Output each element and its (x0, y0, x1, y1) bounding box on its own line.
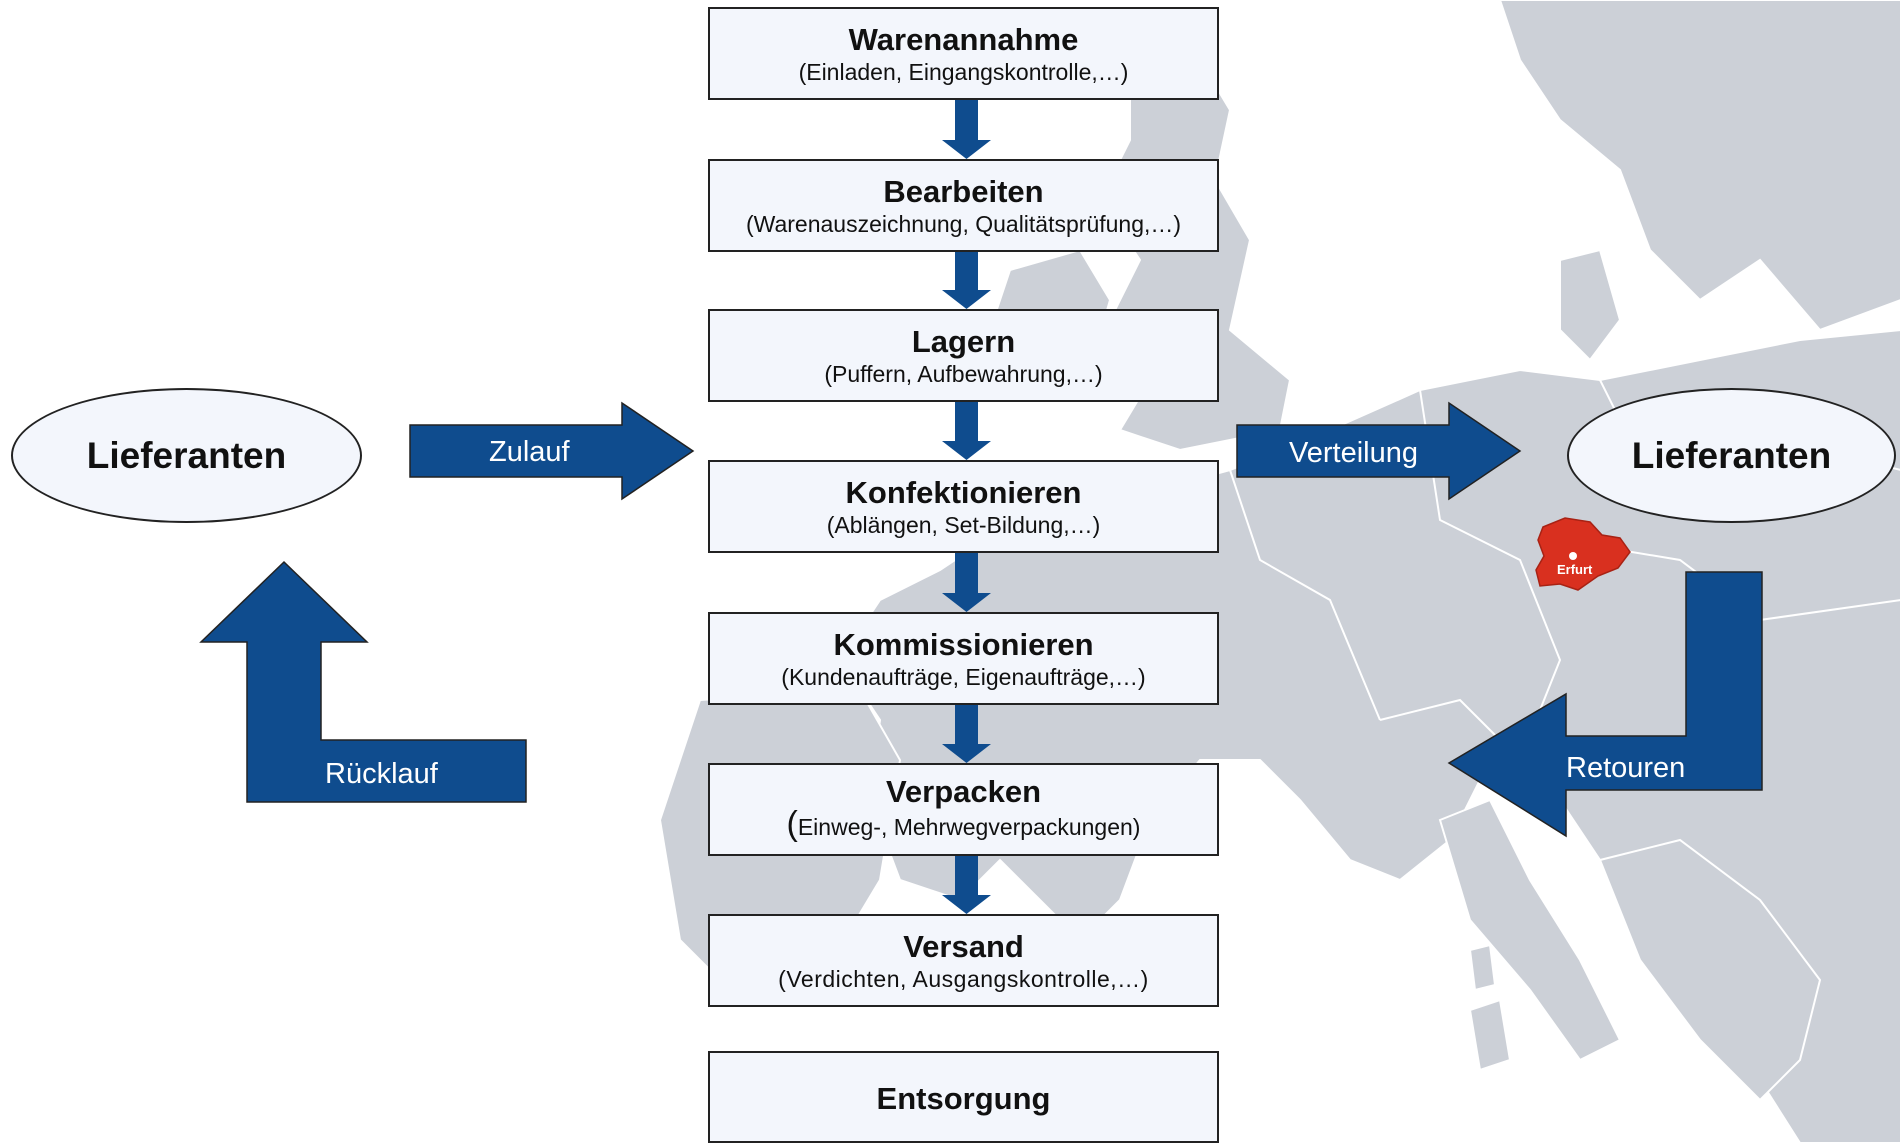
down-arrow-1 (942, 100, 991, 159)
step-subtitle: (Warenauszeichnung, Qualitätsprüfung,…) (745, 211, 1182, 237)
step-title: Kommissionieren (833, 627, 1094, 662)
verteilung-label: Verteilung (1289, 437, 1418, 469)
supplier-right: Lieferanten (1567, 388, 1896, 523)
thuringia-region (1535, 517, 1631, 591)
step-title: Entsorgung (876, 1081, 1051, 1116)
verteilung-arrow (1236, 401, 1522, 501)
step-konfektionieren: Konfektionieren (Ablängen, Set-Bildung,…… (708, 460, 1219, 553)
step-title: Lagern (911, 324, 1016, 359)
erfurt-dot (1569, 552, 1577, 560)
map-italy (1438, 798, 1622, 1062)
subtitle-text: Einweg-, Mehrwegverpackungen) (797, 814, 1141, 840)
subtitle-paren: ( (786, 805, 798, 843)
step-lagern: Lagern (Puffern, Aufbewahrung,…) (708, 309, 1219, 402)
down-arrow-6 (942, 856, 991, 914)
erfurt-label: Erfurt (1557, 562, 1593, 577)
step-warenannahme: Warenannahme (Einladen, Eingangskontroll… (708, 7, 1219, 100)
retouren-label: Retouren (1566, 752, 1686, 784)
retouren-arrow (1447, 571, 1763, 838)
down-arrow-5 (942, 705, 991, 763)
down-arrow-4 (942, 553, 991, 612)
map-corsica (1468, 943, 1497, 992)
map-denmark (1559, 248, 1622, 362)
step-subtitle: (Einweg-, Mehrwegverpackungen) (710, 807, 1217, 841)
step-entsorgung: Entsorgung (708, 1051, 1219, 1143)
step-title: Warenannahme (848, 22, 1079, 57)
down-arrow-2 (942, 252, 991, 309)
step-subtitle: (Puffern, Aufbewahrung,…) (824, 361, 1103, 387)
supplier-left: Lieferanten (11, 388, 362, 523)
step-bearbeiten: Bearbeiten (Warenauszeichnung, Qualitäts… (708, 159, 1219, 252)
map-sardinia (1468, 998, 1512, 1072)
ruecklauf-label: Rücklauf (325, 758, 438, 790)
step-title: Konfektionieren (845, 475, 1082, 510)
step-verpacken: Verpacken (Einweg-, Mehrwegverpackungen) (708, 763, 1219, 856)
down-arrow-3 (942, 402, 991, 460)
step-title: Verpacken (885, 774, 1042, 809)
step-subtitle: (Verdichten, Ausgangskontrolle,…) (778, 966, 1149, 992)
zulauf-label: Zulauf (489, 436, 570, 468)
ruecklauf-arrow (199, 560, 527, 803)
step-title: Bearbeiten (883, 174, 1044, 209)
step-subtitle: (Kundenaufträge, Eigenaufträge,…) (781, 664, 1146, 690)
step-versand: Versand (Verdichten, Ausgangskontrolle,…… (708, 914, 1219, 1007)
step-kommissionieren: Kommissionieren (Kundenaufträge, Eigenau… (708, 612, 1219, 705)
map-balkans (1598, 838, 1822, 1102)
map-scandinavia (1498, 0, 1901, 332)
zulauf-arrow (409, 401, 695, 501)
step-title: Versand (903, 929, 1024, 964)
supplier-left-label: Lieferanten (86, 434, 287, 476)
step-subtitle: (Ablängen, Set-Bildung,…) (826, 512, 1101, 538)
step-subtitle: (Einladen, Eingangskontrolle,…) (798, 59, 1129, 85)
supplier-right-label: Lieferanten (1631, 434, 1832, 476)
